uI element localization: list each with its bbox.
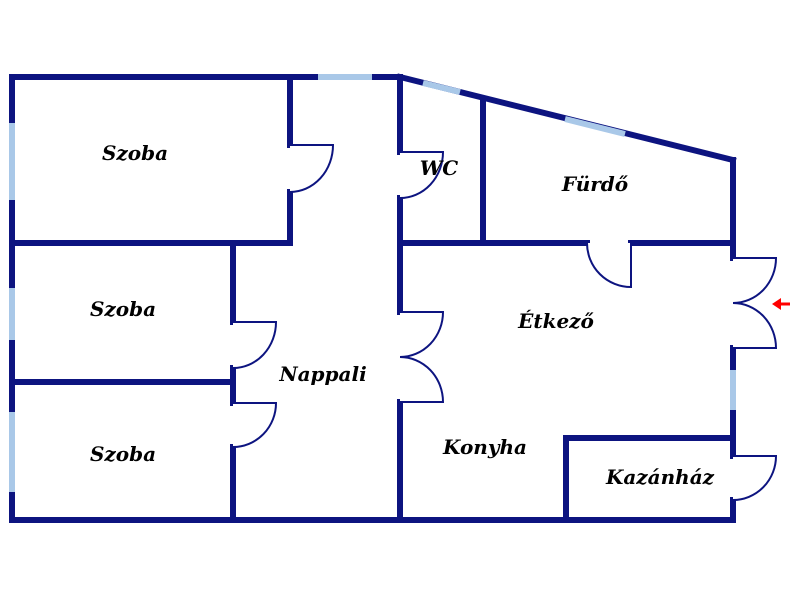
label-nappali: Nappali bbox=[278, 362, 366, 386]
door-etkezo-left-upper bbox=[399, 311, 445, 358]
window-furdo bbox=[564, 116, 626, 137]
entrance-arrow-icon bbox=[772, 298, 790, 310]
windows bbox=[9, 74, 736, 492]
label-konyha: Konyha bbox=[442, 435, 527, 459]
door-entrance-upper bbox=[732, 257, 778, 304]
doors bbox=[232, 144, 778, 501]
label-wc: WC bbox=[420, 156, 458, 180]
door-szoba-1 bbox=[289, 144, 335, 193]
window-wc bbox=[422, 80, 461, 95]
interior-walls bbox=[9, 74, 736, 523]
label-szoba-2: Szoba bbox=[90, 297, 156, 321]
door-kazanhaz bbox=[732, 455, 778, 501]
room-labels: Szoba Szoba Szoba WC Fürdő Nappali Étkez… bbox=[90, 141, 715, 489]
door-entrance-lower bbox=[732, 302, 778, 349]
door-szoba-3 bbox=[232, 402, 278, 448]
door-furdo bbox=[586, 242, 632, 289]
label-szoba-1: Szoba bbox=[102, 141, 168, 165]
label-furdo: Fürdő bbox=[561, 172, 629, 196]
door-szoba-2 bbox=[232, 321, 278, 369]
label-etkezo: Étkező bbox=[517, 309, 594, 333]
label-kazanhaz: Kazánház bbox=[605, 465, 715, 489]
label-szoba-3: Szoba bbox=[90, 442, 156, 466]
door-wc bbox=[399, 151, 445, 199]
door-etkezo-left-lower bbox=[399, 356, 445, 403]
